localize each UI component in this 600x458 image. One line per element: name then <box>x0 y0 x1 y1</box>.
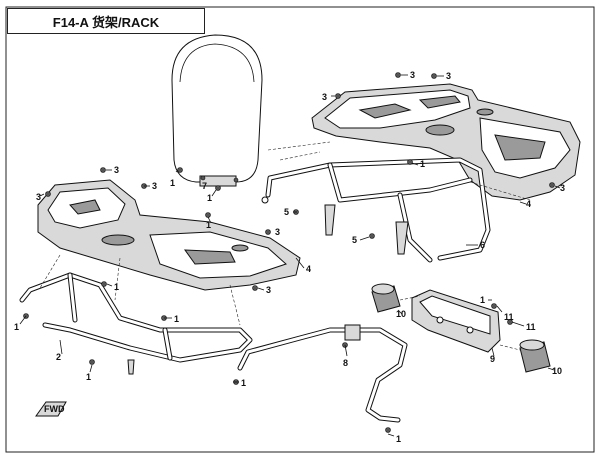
leader-lines <box>19 74 561 437</box>
callout-3: 3 <box>410 70 415 80</box>
callout-4: 4 <box>526 199 531 209</box>
callout-4: 4 <box>306 264 311 274</box>
callout-1: 1 <box>86 372 91 382</box>
fwd-arrow: FWD <box>35 401 67 417</box>
front-rack-frame <box>19 272 253 375</box>
callout-1: 1 <box>241 378 246 388</box>
callout-3: 3 <box>446 71 451 81</box>
callout-11: 11 <box>526 322 536 332</box>
callout-5: 5 <box>352 235 357 245</box>
callout-6: 6 <box>480 240 485 250</box>
guide-lines <box>39 141 531 351</box>
callout-3: 3 <box>275 227 280 237</box>
backrest <box>171 34 263 187</box>
callout-7: 7 <box>202 181 207 191</box>
bracket <box>411 289 501 353</box>
callout-1: 1 <box>14 322 19 332</box>
callout-3: 3 <box>560 183 565 193</box>
callout-1: 1 <box>170 178 175 188</box>
callout-3: 3 <box>266 285 271 295</box>
rear-rack-platform <box>311 83 581 201</box>
callout-1: 1 <box>480 295 485 305</box>
callout-10: 10 <box>396 309 406 319</box>
callout-1: 1 <box>206 220 211 230</box>
callout-1: 1 <box>396 434 401 444</box>
callout-1: 1 <box>207 193 212 203</box>
diagram-title: F14-A 货架/RACK <box>7 8 205 34</box>
front-rack-platform <box>37 179 301 291</box>
callout-2: 2 <box>56 352 61 362</box>
support-bar <box>237 324 408 423</box>
callout-3: 3 <box>114 165 119 175</box>
callout-9: 9 <box>490 354 495 364</box>
rear-rack-frame <box>261 157 491 263</box>
callout-5: 5 <box>284 207 289 217</box>
callout-1: 1 <box>420 159 425 169</box>
rubber-bumper-right <box>519 339 551 373</box>
callout-8: 8 <box>343 358 348 368</box>
callout-11: 11 <box>504 312 514 322</box>
callout-3: 3 <box>36 192 41 202</box>
fwd-label: FWD <box>44 404 65 414</box>
rubber-bumper-left <box>371 283 401 313</box>
callout-10: 10 <box>552 366 562 376</box>
diagram-border <box>5 6 595 453</box>
callout-1: 1 <box>174 314 179 324</box>
callout-3: 3 <box>152 181 157 191</box>
callout-1: 1 <box>114 282 119 292</box>
callout-3: 3 <box>322 92 327 102</box>
